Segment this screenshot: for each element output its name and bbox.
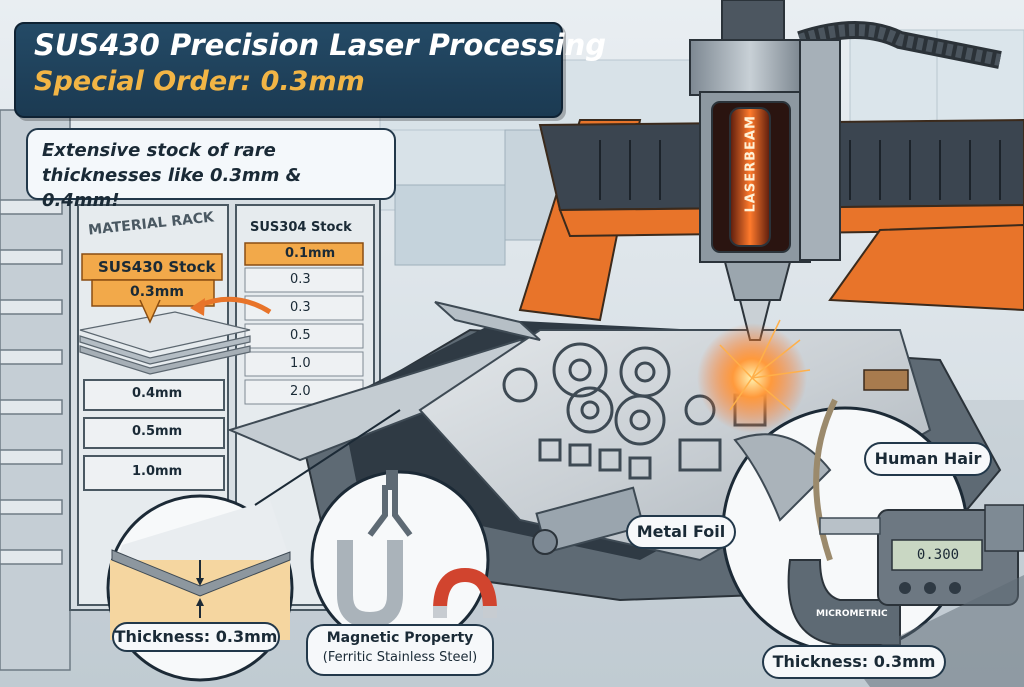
title-line2: Special Order: 0.3mm: [34, 66, 365, 97]
sus304-stock-label: SUS304 Stock: [250, 220, 352, 235]
sus304-item: 0.3: [290, 300, 311, 315]
sus304-item: 1.0: [290, 356, 311, 371]
magnetic-label: Magnetic Property (Ferritic Stainless St…: [306, 624, 494, 676]
sus430-item: 1.0mm: [132, 464, 183, 479]
sus304-item: 0.3: [290, 272, 311, 287]
sus430-highlight: 0.3mm: [130, 284, 184, 300]
thickness-inset-left: [106, 494, 294, 682]
left-shelf-stack: [0, 109, 71, 671]
sus430-stock-label: SUS430 Stock: [98, 258, 216, 276]
magnetic-inset: [310, 470, 497, 650]
micrometer-brand: MICROMETRIC: [816, 609, 888, 619]
title-line1: SUS430 Precision Laser Processing: [34, 28, 606, 62]
thickness-label-right: Thickness: 0.3mm: [762, 645, 946, 679]
micrometer-readout: 0.300: [916, 547, 960, 563]
title-banner: [14, 22, 563, 118]
laser-head: [689, 0, 841, 341]
magnetic-label-line1: Magnetic Property: [326, 630, 474, 646]
sus304-item: 0.1mm: [285, 246, 336, 261]
thickness-label-left: Thickness: 0.3mm: [112, 622, 280, 652]
metal-foil-label: Metal Foil: [626, 515, 736, 549]
sus304-item: 2.0: [290, 384, 311, 399]
sheet-stack: [79, 311, 251, 375]
stock-callout: Extensive stock of rare thicknesses like…: [26, 128, 396, 211]
sus430-item: 0.4mm: [132, 386, 183, 401]
magnetic-label-line2: (Ferritic Stainless Steel): [322, 650, 478, 665]
sus304-item: 0.5: [290, 328, 311, 343]
stock-callout-text: Extensive stock of rare thicknesses like…: [42, 140, 302, 211]
laser-head-label: LASERBEAM: [743, 115, 759, 213]
human-hair-label: Human Hair: [864, 442, 992, 476]
sus430-item: 0.5mm: [132, 424, 183, 439]
